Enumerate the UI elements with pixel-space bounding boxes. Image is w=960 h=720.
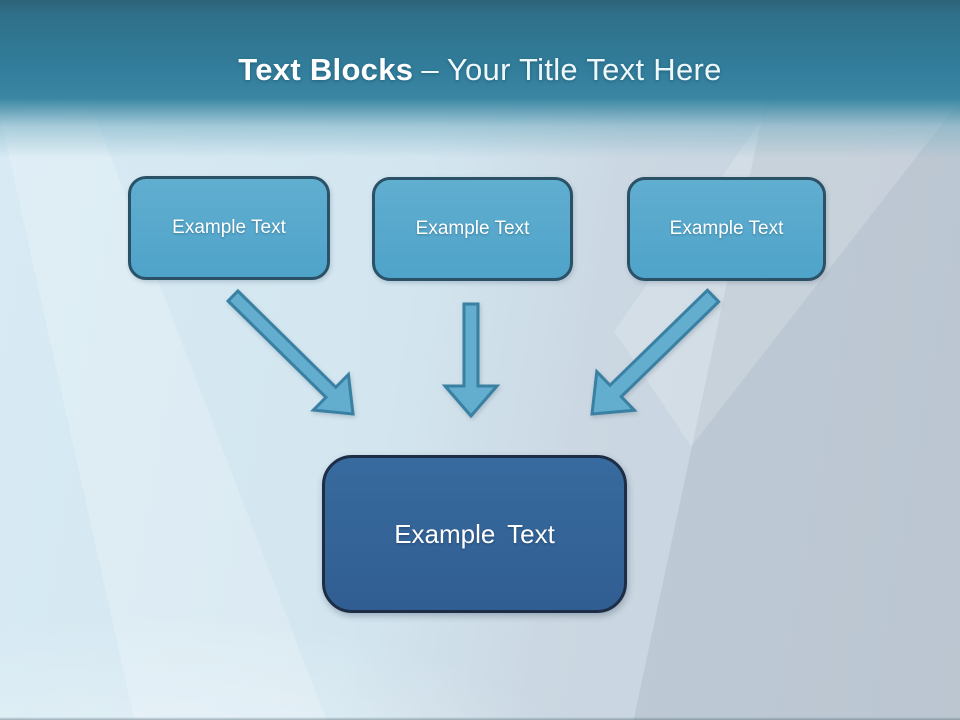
header-band — [0, 0, 960, 158]
text-block-label: Example Text — [415, 218, 530, 239]
bottom-edge-line — [0, 717, 960, 720]
text-block-label: Example Text — [394, 518, 555, 549]
text-block-label: Example Text — [172, 217, 286, 238]
text-block-source-1[interactable]: Example Text — [128, 176, 330, 280]
slide-title[interactable]: Text Blocks–Your Title Text Here — [0, 52, 960, 88]
arrow-down[interactable] — [441, 302, 501, 419]
arrow-down-left[interactable] — [590, 288, 721, 416]
text-block-target[interactable]: Example Text — [322, 455, 627, 613]
text-block-source-2[interactable]: Example Text — [372, 177, 573, 281]
title-regular-text: Your Title Text Here — [446, 52, 722, 87]
text-block-source-3[interactable]: Example Text — [627, 177, 826, 281]
title-dash: – — [421, 52, 439, 87]
title-bold-text: Text Blocks — [238, 52, 414, 87]
text-block-label: Example Text — [669, 218, 784, 239]
arrow-down-right[interactable] — [225, 288, 355, 416]
